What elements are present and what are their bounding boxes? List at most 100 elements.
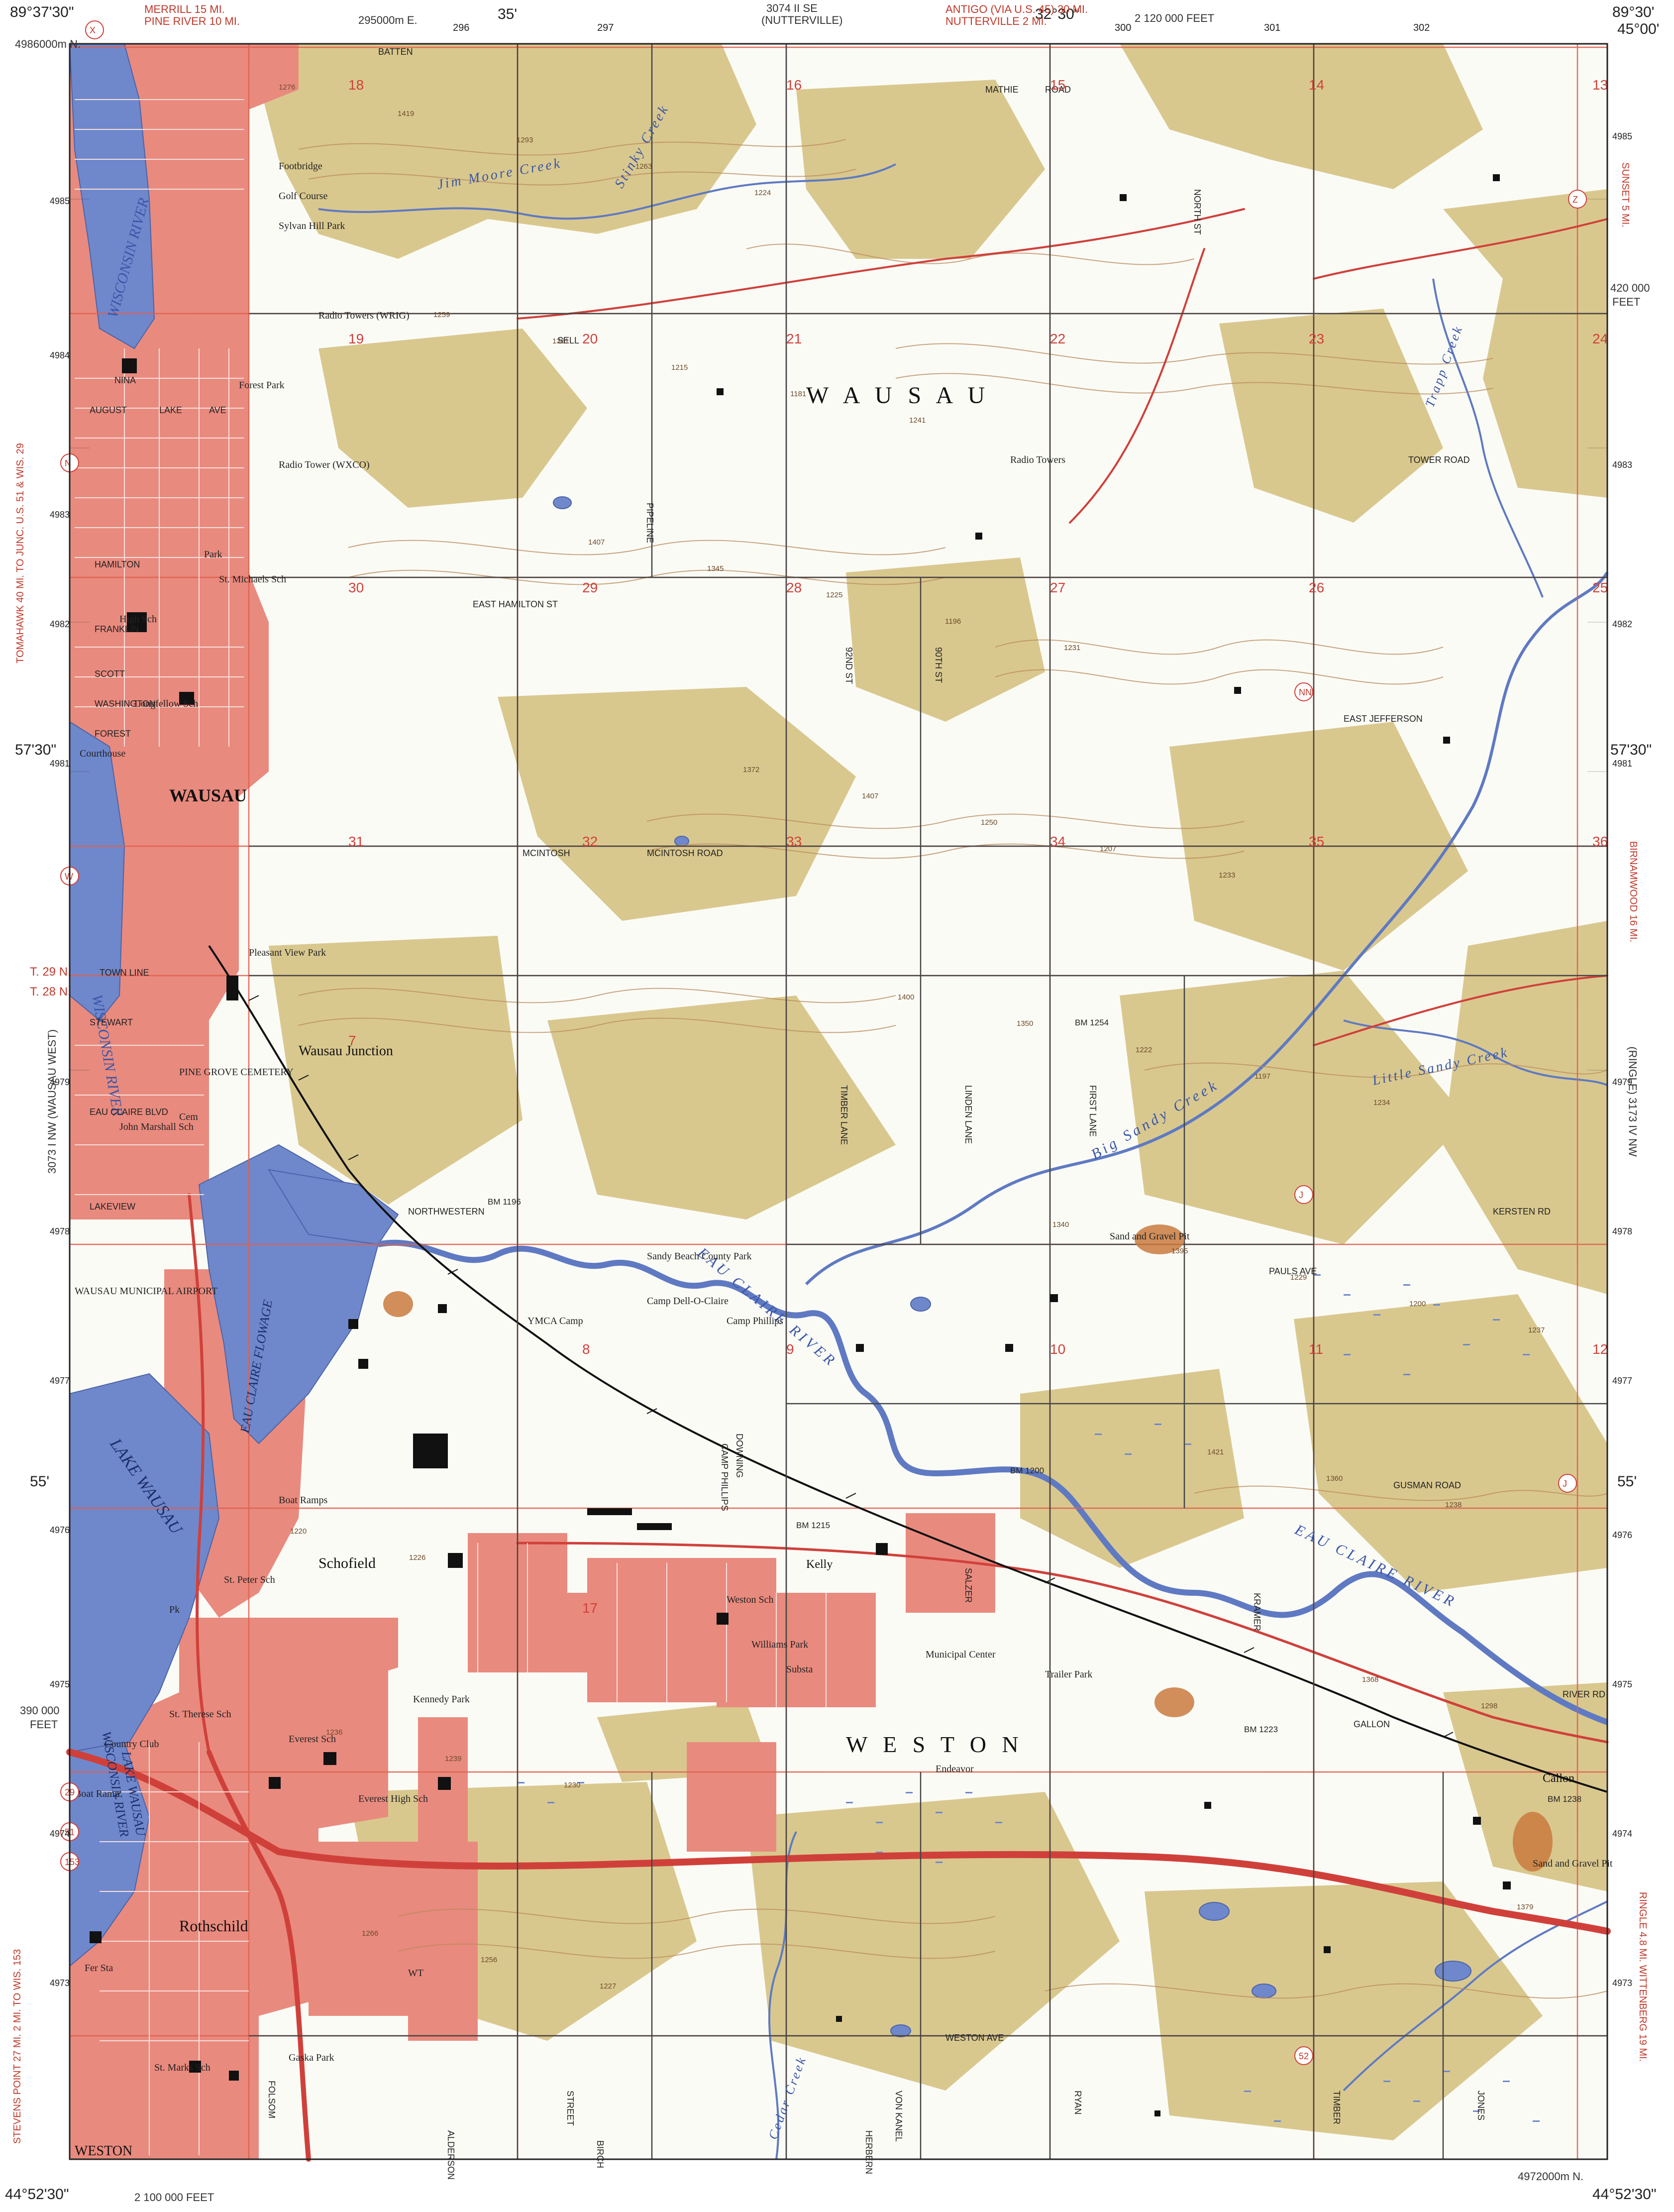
road-label: MCINTOSH <box>523 848 570 858</box>
road-label: EAU CLAIRE BLVD <box>90 1107 168 1117</box>
railroad <box>208 945 1608 1793</box>
road-label: AUGUST <box>90 405 127 415</box>
route-shield: J <box>1558 1474 1577 1493</box>
highway-51 <box>207 1750 311 2162</box>
grid-label-left: 4975 <box>50 1679 70 1689</box>
road-label: DOWNING <box>734 1434 744 1478</box>
grid-label-left: 4974 <box>50 1829 70 1839</box>
section-number: 26 <box>1309 580 1324 595</box>
section-number: 14 <box>1309 77 1324 93</box>
place-label: Cem <box>179 1111 198 1122</box>
grid-label-left: 4982 <box>50 619 70 629</box>
spot-elevation: 1197 <box>1255 1072 1270 1081</box>
spot-elevation: 1368 <box>1362 1675 1378 1684</box>
spot-elevation: 1407 <box>588 538 605 547</box>
spot-elevations: 1276125914071372140013401421136813791419… <box>279 83 1545 1991</box>
place-label: Sandy Beach County Park <box>647 1251 752 1262</box>
corner-nw-lon: 89°37'30" <box>10 4 74 20</box>
spot-elevation: 1227 <box>600 1982 616 1991</box>
margin-left-sheet-name: (WAUSAU WEST) <box>46 1029 59 1119</box>
spot-elevation: 1230 <box>564 1781 580 1789</box>
spot-elevation: 1361 <box>552 337 569 345</box>
place-label: WT <box>408 1968 423 1979</box>
section-number: 31 <box>348 834 364 849</box>
place-label: Country Club <box>105 1739 159 1750</box>
grid-label-right: 4974 <box>1612 1829 1632 1839</box>
spot-elevation: 1407 <box>862 792 878 800</box>
grid-label-top: 297 <box>597 22 614 33</box>
town-weston-corner: WESTON <box>75 2143 132 2159</box>
buildings <box>90 174 1511 2116</box>
section-number: 16 <box>786 77 802 93</box>
spot-elevation: 1220 <box>290 1527 307 1536</box>
corner-top-mid-lon: 35' <box>498 6 518 22</box>
road-label: FOREST <box>95 729 131 739</box>
spot-elevation: 1224 <box>754 189 771 197</box>
margin-left-sheet-code: 3073 I NW <box>46 1122 59 1174</box>
place-label: PINE GROVE CEMETERY <box>179 1067 294 1078</box>
margin-right-sheet-code: 3173 IV NW <box>1626 1098 1639 1157</box>
spot-elevation: 1226 <box>409 1553 425 1562</box>
margin-right-feet-unit: FEET <box>1612 296 1641 308</box>
margin-top-right-dest2: NUTTERVILLE 2 MI. <box>945 15 1047 27</box>
corner-ne-lat: 45°00' <box>1617 21 1660 37</box>
section-number: 28 <box>786 580 802 595</box>
section-number: 22 <box>1050 331 1065 346</box>
spot-elevation: 1400 <box>898 993 914 1001</box>
road-label: BIRCH <box>595 2140 605 2168</box>
corner-left-mid-lat: 57'30" <box>15 742 57 758</box>
road-label: NORTHWESTERN <box>408 1207 485 1217</box>
road-label: GUSMAN ROAD <box>1393 1480 1461 1490</box>
place-label: YMCA Camp <box>527 1316 583 1327</box>
road-label: HERBERN <box>864 2130 874 2174</box>
route-shield-number: J <box>1563 1479 1567 1489</box>
grid-label-right: 4978 <box>1612 1226 1632 1236</box>
town-rothschild: Rothschild <box>179 1917 248 1935</box>
margin-left-feet-unit: FEET <box>30 1718 58 1731</box>
place-label: Boat Ramps <box>279 1495 328 1506</box>
spot-elevation: 1250 <box>981 818 997 827</box>
bench-mark: BM 1238 <box>1548 1794 1581 1804</box>
spot-elevation: 1236 <box>326 1728 342 1737</box>
road-label: WESTON AVE <box>945 2033 1004 2043</box>
spot-elevation: 1350 <box>1017 1019 1033 1028</box>
road-label: CAMP PHILLIPS <box>720 1443 730 1511</box>
place-label: Sand and Gravel Pit <box>1533 1858 1613 1869</box>
place-label: Everest High Sch <box>358 1793 428 1804</box>
town-callon: Callon <box>1543 1772 1574 1785</box>
grid-label-left: 4977 <box>50 1376 70 1386</box>
spot-elevation: 1421 <box>1207 1448 1224 1456</box>
margin-bottom-grid-n: 4972000m N. <box>1518 2170 1584 2183</box>
bench-mark: BM 1223 <box>1244 1725 1278 1734</box>
margin-right-sheet-name: (RINGLE) <box>1626 1046 1639 1095</box>
route-shield: X <box>85 20 104 39</box>
grid-label-right: 4983 <box>1612 460 1632 470</box>
road-label: TIMBER <box>1332 2091 1342 2124</box>
road-label: HAMILTON <box>95 559 140 569</box>
grid-label-right: 4981 <box>1612 759 1632 769</box>
road-label: 92ND ST <box>844 647 854 684</box>
grid-label-left: 4985 <box>50 196 70 206</box>
road-label: KERSTEN RD <box>1493 1207 1551 1217</box>
margin-right-feet-north: 420 000 <box>1610 282 1650 294</box>
township-t28: T. 28 N. <box>30 985 71 998</box>
road-label: TIMBER LANE <box>839 1085 849 1145</box>
road-label: MCINTOSH ROAD <box>647 848 723 858</box>
place-label: Kennedy Park <box>413 1694 470 1705</box>
corner-se-lat: 44°52'30" <box>1592 2186 1657 2203</box>
road-label: FIRST LANE <box>1088 1085 1098 1137</box>
margin-left-feet-south: 390 000 <box>20 1704 60 1717</box>
map-neatline <box>69 43 1608 2160</box>
corner-ne-lon: 89°30' <box>1612 4 1655 20</box>
grid-label-left: 4979 <box>50 1077 70 1087</box>
grid-label-right: 4985 <box>1612 131 1632 141</box>
town-wausau-junction: Wausau Junction <box>299 1043 393 1059</box>
spot-elevation: 1263 <box>635 162 652 171</box>
corner-right-mid2-lat: 55' <box>1617 1473 1637 1490</box>
spot-elevation: 1293 <box>517 136 533 144</box>
road-label: AVE <box>209 405 226 415</box>
